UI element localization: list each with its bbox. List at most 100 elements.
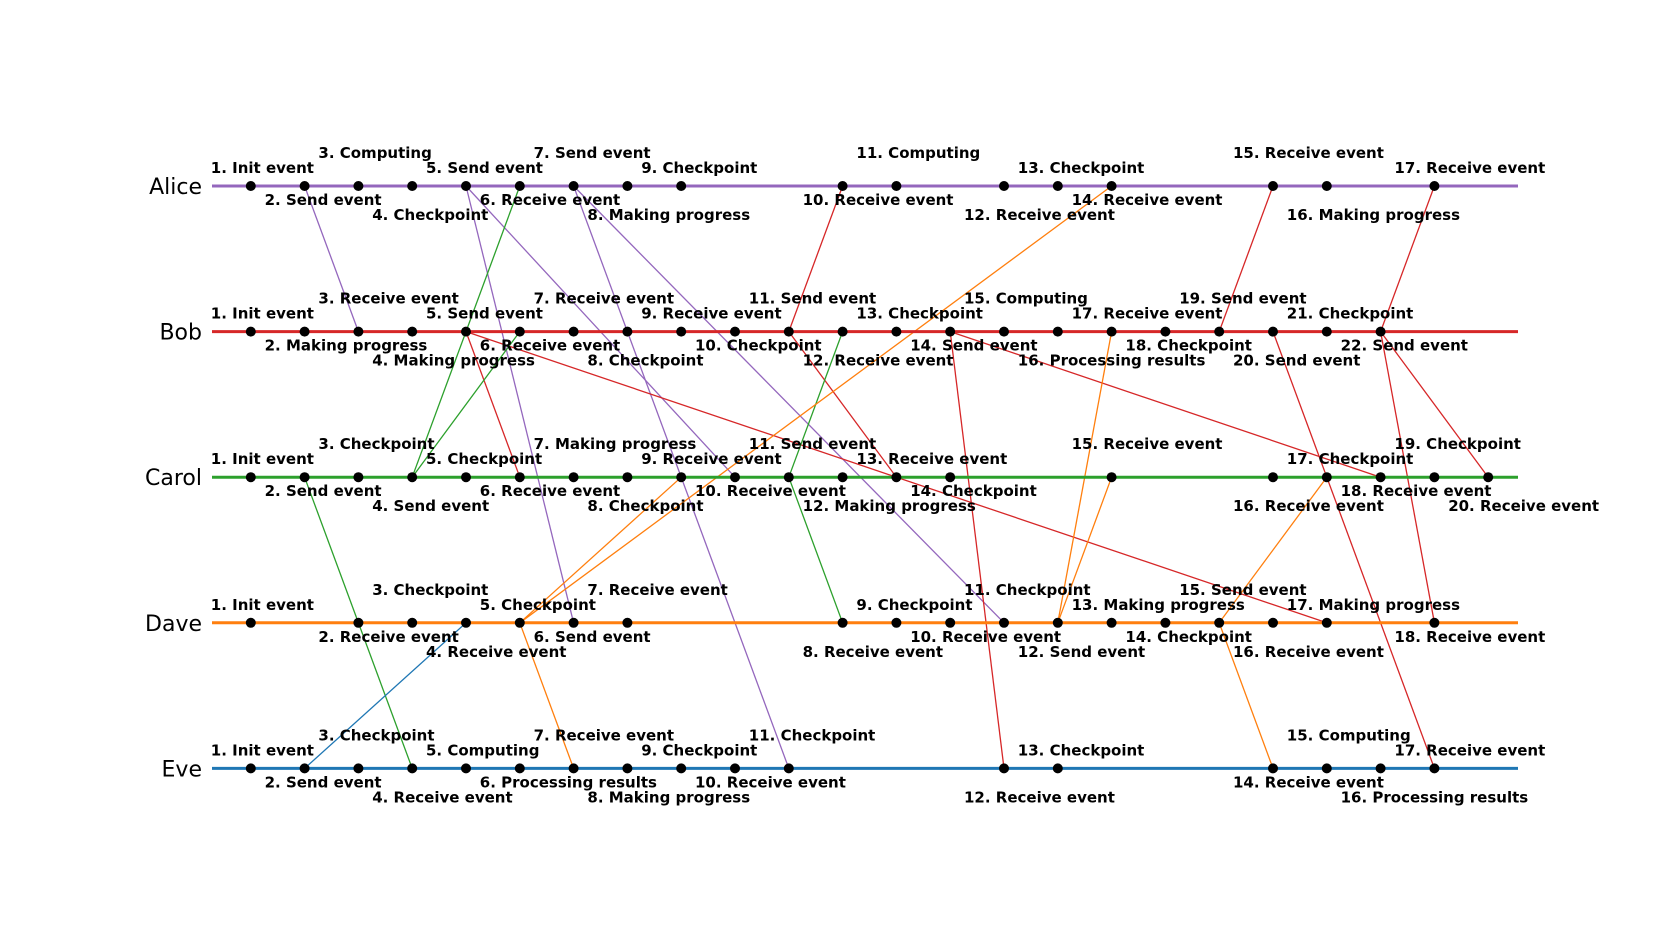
event-label-bob-22: 22. Send event: [1341, 337, 1468, 355]
event-dot-bob-21: [1321, 326, 1332, 337]
event-dot-carol-16: [1268, 472, 1278, 483]
event-label-alice-1: 1. Init event: [211, 159, 314, 177]
event-dot-alice-10: [837, 181, 848, 191]
event-label-dave-9: 9. Checkpoint: [856, 596, 972, 614]
event-label-carol-14: 14. Checkpoint: [910, 482, 1037, 500]
event-dot-bob-19: [1214, 326, 1225, 337]
event-dot-eve-17: [1429, 763, 1440, 774]
event-label-alice-7: 7. Send event: [534, 144, 651, 162]
event-label-dave-18: 18. Receive event: [1394, 628, 1545, 646]
event-label-alice-11: 11. Computing: [856, 144, 980, 162]
event-dot-bob-9: [676, 326, 687, 337]
event-label-carol-8: 8. Checkpoint: [587, 497, 703, 515]
event-label-bob-21: 21. Checkpoint: [1287, 305, 1414, 323]
message-line-bob-to-carol-10: [949, 330, 1381, 478]
message-line-bob-to-alice-13: [1379, 185, 1436, 332]
event-dot-alice-16: [1321, 181, 1332, 191]
event-label-dave-4: 4. Receive event: [426, 643, 566, 661]
event-dot-carol-17: [1321, 472, 1332, 483]
event-label-eve-2: 2. Send event: [265, 773, 382, 791]
event-label-carol-16: 16. Receive event: [1233, 497, 1384, 515]
event-label-alice-15: 15. Receive event: [1233, 144, 1384, 162]
event-dot-alice-8: [622, 181, 633, 191]
event-dot-alice-12: [999, 181, 1009, 191]
event-dot-alice-11: [891, 181, 902, 191]
event-dot-alice-3: [353, 181, 364, 191]
event-label-eve-9: 9. Checkpoint: [641, 741, 757, 759]
message-line-alice-to-bob-0: [303, 185, 360, 332]
event-label-alice-14: 14. Receive event: [1072, 191, 1223, 209]
event-dot-bob-11: [783, 326, 794, 337]
event-label-carol-10: 10. Receive event: [695, 482, 846, 500]
message-line-dave-to-alice-21: [519, 185, 1112, 624]
event-label-bob-15: 15. Computing: [964, 290, 1088, 308]
event-label-bob-7: 7. Receive event: [534, 290, 674, 308]
event-dot-eve-16: [1375, 763, 1386, 774]
event-dot-carol-1: [245, 472, 256, 483]
event-label-bob-3: 3. Receive event: [318, 290, 458, 308]
event-dot-dave-17: [1321, 617, 1332, 628]
event-dot-alice-14: [1106, 181, 1117, 191]
message-line-dave-to-carol-22: [519, 476, 682, 624]
event-label-alice-5: 5. Send event: [426, 159, 543, 177]
event-label-carol-1: 1. Init event: [211, 450, 314, 468]
message-line-alice-to-dave-3: [573, 185, 1005, 624]
event-dot-carol-18: [1375, 472, 1386, 483]
process-name-alice: Alice: [149, 175, 202, 200]
event-dot-bob-16: [1052, 326, 1063, 337]
message-line-carol-to-bob-18: [411, 331, 521, 478]
event-dot-dave-11: [999, 617, 1009, 628]
event-label-dave-15: 15. Send event: [1179, 581, 1306, 599]
event-label-eve-15: 15. Computing: [1287, 726, 1411, 744]
message-line-bob-to-carol-5: [465, 331, 521, 478]
event-label-alice-12: 12. Receive event: [964, 206, 1115, 224]
event-dot-carol-10: [730, 472, 740, 483]
event-dot-carol-13: [891, 472, 902, 483]
event-dot-alice-13: [1052, 181, 1063, 191]
event-label-carol-18: 18. Receive event: [1341, 482, 1492, 500]
event-dot-alice-7: [568, 181, 579, 191]
event-label-eve-17: 17. Receive event: [1394, 741, 1545, 759]
event-dot-eve-7: [568, 763, 579, 774]
event-dot-eve-3: [353, 763, 364, 774]
event-dot-dave-14: [1160, 617, 1171, 628]
event-dot-carol-8: [622, 472, 633, 483]
event-label-bob-13: 13. Checkpoint: [856, 305, 983, 323]
event-label-bob-6: 6. Receive event: [480, 337, 620, 355]
event-label-bob-8: 8. Checkpoint: [587, 352, 703, 370]
event-dot-bob-13: [891, 326, 902, 337]
event-dot-dave-12: [1052, 617, 1063, 628]
event-dot-carol-3: [353, 472, 364, 483]
event-label-eve-10: 10. Receive event: [695, 773, 846, 791]
event-dot-dave-16: [1268, 617, 1278, 628]
event-dot-bob-22: [1375, 326, 1386, 337]
event-dot-bob-15: [999, 326, 1009, 337]
event-label-bob-1: 1. Init event: [211, 305, 314, 323]
event-dot-dave-10: [945, 617, 956, 628]
event-dot-carol-11: [783, 472, 794, 483]
event-label-bob-19: 19. Send event: [1179, 290, 1306, 308]
message-line-dave-to-eve-23: [519, 622, 575, 769]
event-label-alice-4: 4. Checkpoint: [372, 206, 488, 224]
message-line-bob-to-alice-11: [1218, 185, 1274, 332]
event-label-bob-4: 4. Making progress: [372, 352, 535, 370]
event-label-dave-16: 16. Receive event: [1233, 643, 1384, 661]
message-line-bob-to-alice-7: [788, 185, 844, 332]
event-dot-carol-19: [1429, 472, 1440, 483]
event-dot-dave-1: [245, 617, 256, 628]
event-label-eve-16: 16. Processing results: [1341, 788, 1529, 806]
event-label-eve-14: 14. Receive event: [1233, 773, 1384, 791]
event-label-bob-11: 11. Send event: [749, 290, 876, 308]
event-dot-alice-17: [1429, 181, 1440, 191]
event-dot-carol-4: [407, 472, 418, 483]
event-dot-dave-5: [514, 617, 525, 628]
event-label-eve-6: 6. Processing results: [480, 773, 657, 791]
event-dot-bob-7: [568, 326, 579, 337]
event-dot-dave-8: [837, 617, 848, 628]
event-points: [245, 181, 1494, 774]
event-label-dave-12: 12. Send event: [1018, 643, 1145, 661]
event-label-alice-8: 8. Making progress: [587, 206, 750, 224]
event-label-carol-5: 5. Checkpoint: [426, 450, 542, 468]
event-dot-bob-3: [353, 326, 364, 337]
